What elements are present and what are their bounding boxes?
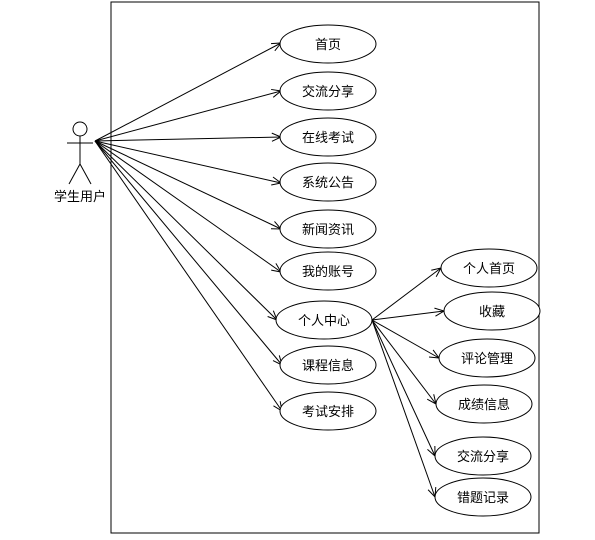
uc-share[interactable]: 交流分享 <box>279 71 377 111</box>
uc-account-ellipse <box>279 251 377 291</box>
edge-center-line <box>94 140 278 321</box>
uc-c-home-label: 个人首页 <box>463 262 515 277</box>
edge-c-wrong-line <box>371 319 436 498</box>
edge-exam-online-line <box>94 136 282 142</box>
uc-c-wrong-ellipse <box>434 477 532 517</box>
edge-schedule-line <box>94 140 283 412</box>
uc-c-comment[interactable]: 评论管理 <box>438 338 536 378</box>
uc-home-ellipse <box>279 24 377 64</box>
edge-c-fav-line <box>371 310 445 321</box>
uc-news[interactable]: 新闻资讯 <box>279 209 377 249</box>
actor-head <box>72 121 88 137</box>
uc-c-fav-ellipse <box>443 291 541 331</box>
uc-account-label: 我的账号 <box>302 264 354 280</box>
uc-home[interactable]: 首页 <box>279 24 377 64</box>
uc-c-fav-label: 收藏 <box>479 305 505 320</box>
edge-c-comment-line <box>371 319 440 359</box>
edge-share-line <box>94 90 282 142</box>
uc-c-share-ellipse <box>434 436 532 476</box>
uc-notice-ellipse <box>279 162 377 202</box>
actor-right-leg <box>79 163 92 185</box>
uc-course[interactable]: 课程信息 <box>279 345 377 385</box>
uc-schedule-label: 考试安排 <box>302 405 354 420</box>
uc-share-label: 交流分享 <box>302 84 354 100</box>
uc-schedule[interactable]: 考试安排 <box>279 391 377 431</box>
uc-exam-online[interactable]: 在线考试 <box>279 117 377 157</box>
actor-left-leg <box>68 163 81 185</box>
uc-c-comment-label: 评论管理 <box>461 352 513 367</box>
uc-c-home[interactable]: 个人首页 <box>440 248 538 288</box>
uc-home-label: 首页 <box>315 38 341 53</box>
edge-account-line <box>94 140 282 273</box>
edge-c-share-line <box>371 319 436 457</box>
uc-center[interactable]: 个人中心 <box>275 300 373 340</box>
uc-center-ellipse <box>275 300 373 340</box>
uc-c-home-ellipse <box>440 248 538 288</box>
edge-notice-line <box>94 140 282 184</box>
uc-c-wrong-label: 错题记录 <box>457 491 509 506</box>
edge-c-score-line <box>371 319 437 405</box>
edge-c-home-line <box>371 267 442 321</box>
uc-c-fav[interactable]: 收藏 <box>443 291 541 331</box>
uc-c-score-ellipse <box>435 384 533 424</box>
uc-course-label: 课程信息 <box>302 358 354 374</box>
edge-home-line <box>94 42 282 142</box>
actor-label: 学生用户 <box>54 189 106 205</box>
uc-c-share-label: 交流分享 <box>457 449 509 465</box>
uc-exam-online-ellipse <box>279 117 377 157</box>
edge-news-line <box>94 140 282 230</box>
uc-c-wrong[interactable]: 错题记录 <box>434 477 532 517</box>
uc-exam-online-label: 在线考试 <box>302 131 354 146</box>
associations <box>94 42 446 499</box>
uc-notice[interactable]: 系统公告 <box>279 162 377 202</box>
uc-notice-label: 系统公告 <box>302 176 354 191</box>
uc-news-label: 新闻资讯 <box>302 222 354 238</box>
uc-share-ellipse <box>279 71 377 111</box>
uc-c-score-label: 成绩信息 <box>458 397 510 413</box>
edge-course-line <box>94 140 283 366</box>
uc-c-comment-ellipse <box>438 338 536 378</box>
uc-c-share[interactable]: 交流分享 <box>434 436 532 476</box>
uc-c-score[interactable]: 成绩信息 <box>435 384 533 424</box>
uc-news-ellipse <box>279 209 377 249</box>
uc-course-ellipse <box>279 345 377 385</box>
uc-account[interactable]: 我的账号 <box>279 251 377 291</box>
actor: 学生用户 <box>54 121 106 205</box>
uc-schedule-ellipse <box>279 391 377 431</box>
uc-center-label: 个人中心 <box>298 314 350 329</box>
